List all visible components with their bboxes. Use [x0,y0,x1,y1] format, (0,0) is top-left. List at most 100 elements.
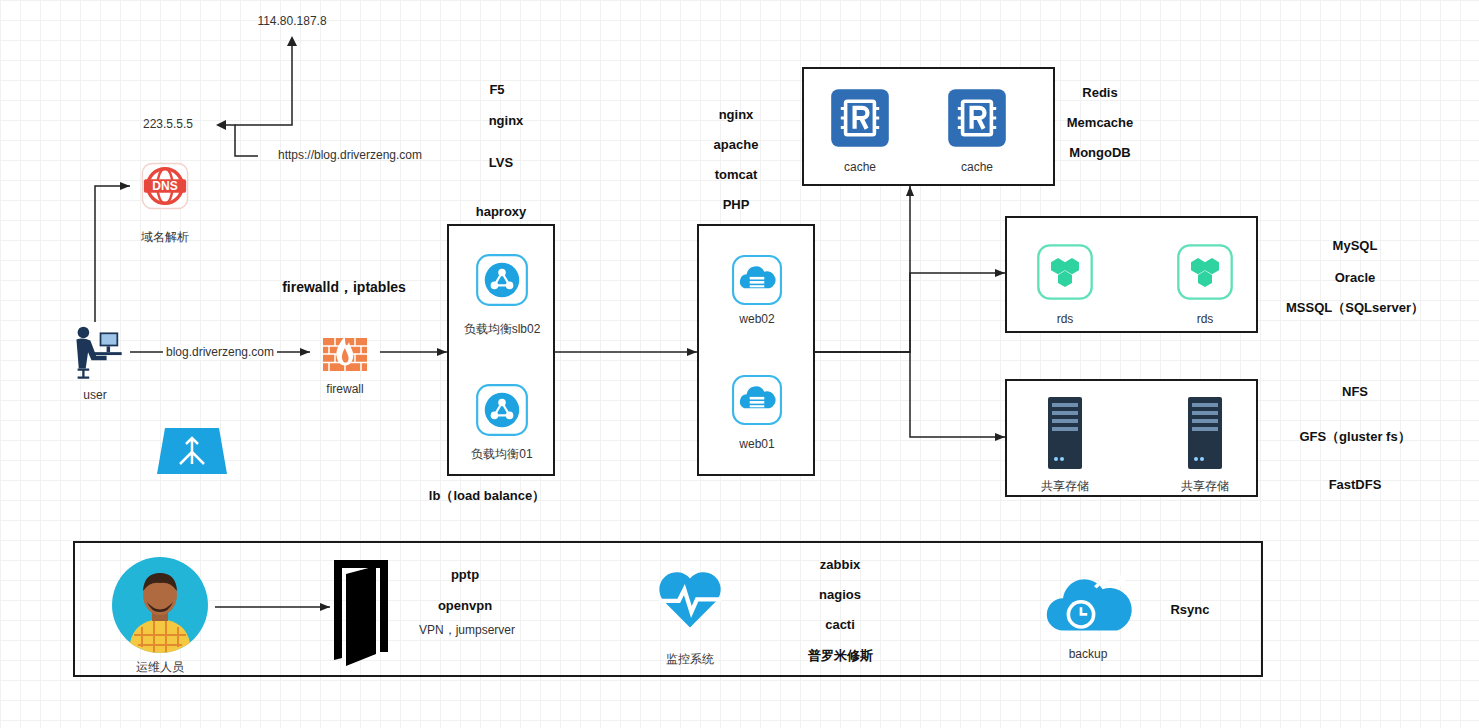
node-caption: openvpn [438,598,492,613]
web-server-icon: web02 [712,250,802,330]
heart-symbol [655,563,725,633]
node-caption: rds [1197,312,1214,327]
arrow-head [216,120,226,130]
backup-icon: backup [1040,560,1140,665]
web-symbol [731,374,783,426]
label-text: firewalld，iptables [282,280,406,295]
dns-icon: DNS 域名解析 [130,160,200,250]
connector-arrow [95,186,130,322]
database-icon: rds [1030,238,1100,328]
database-icon: rds [1170,238,1240,328]
ops-symbol [110,555,210,655]
node-caption: 运维人员 [136,660,184,675]
storage-icon: 共享存储 [1170,392,1240,492]
user-symbol [66,322,124,380]
database-group: MySQLOracleMSSQL（SQLserver）rdsrds [1005,216,1258,333]
label-text: 223.5.5.5 [143,117,193,132]
node-caption: web01 [739,437,774,452]
group-heading: NFS [1342,384,1368,399]
web-server-icon: web01 [712,370,802,455]
group-heading: FastDFS [1329,477,1382,492]
door-symbol [330,558,390,668]
group-heading: MySQL [1333,238,1378,253]
cache-symbol [830,88,890,148]
connector-arrow [215,606,330,608]
web-symbol [731,254,783,306]
node-caption: pptp [451,567,479,582]
dns-line [224,125,258,156]
load-balancer-icon: 负载均衡slb02 [457,245,547,340]
lb-symbol [475,383,529,437]
fire-symbol [320,325,370,375]
edge-label: blog.driverzeng.com [163,345,277,360]
node-caption: backup [1069,647,1108,662]
ops-person-icon: 运维人员 [105,550,215,675]
connector-arrow [815,273,1005,352]
backup-symbol [1045,564,1135,636]
cache-icon: cache [942,80,1012,175]
rds-symbol [1176,243,1234,301]
node-caption: VPN，jumpserver [419,623,515,638]
node-caption: web02 [739,312,774,327]
connector-arrow [380,351,447,353]
ops-band: 运维人员pptpopenvpnVPN，jumpserver监控系统backup [73,541,1263,677]
label-text: cacti [825,617,855,632]
storage-icon: 共享存储 [1030,392,1100,492]
cache-icon: cache [825,80,895,175]
node-caption: cache [844,160,876,175]
label-text: haproxy [476,204,527,219]
node-caption: firewall [326,382,363,397]
label-text: https://blog.driverzeng.com [278,148,422,163]
firewall-icon: firewall [310,322,380,400]
node-caption: 共享存储 [1041,479,1089,494]
node-caption: user [83,388,106,403]
label-text: F5 [489,82,504,97]
label-text: 114.80.187.8 [257,14,326,29]
node-caption: 监控系统 [666,652,714,667]
node-caption: 域名解析 [141,230,189,245]
user-icon: user [60,322,130,404]
dns-line [235,44,292,125]
group-heading: Memcache [1067,115,1133,130]
node-caption: DNS [152,179,177,193]
node-caption: 负载均衡01 [471,447,532,462]
group-heading: Oracle [1335,270,1375,285]
server-symbol [1188,397,1222,469]
group-heading: Redis [1082,85,1117,100]
cache-group: RedisMemcacheMongoDBcachecache [802,67,1055,186]
cache-symbol [947,88,1007,148]
dns-lines [224,44,292,156]
node-caption: 共享存储 [1181,479,1229,494]
node-caption: rds [1057,312,1074,327]
label-text: nagios [819,587,861,602]
connector-arrow [815,352,1005,437]
monitor-icon: 监控系统 [650,560,730,670]
label-text: zabbix [820,557,860,572]
server-symbol [1048,397,1082,469]
vpn-door-icon: pptpopenvpnVPN，jumpserver [330,558,390,668]
web-server-group: nginxapachetomcatPHPweb02web01 [697,224,815,476]
group-heading: GFS（gluster fs） [1299,429,1410,444]
node-caption: 负载均衡slb02 [464,322,541,337]
arrow-head [287,36,297,46]
storage-group: NFSGFS（gluster fs）FastDFS共享存储共享存储 [1005,379,1258,497]
group-heading: MSSQL（SQLserver） [1286,300,1424,315]
group-heading: nginx [719,107,754,122]
group-heading: tomcat [715,167,758,182]
group-heading: MongoDB [1069,145,1130,160]
node-caption: cache [961,160,993,175]
label-text: 普罗米修斯 [808,648,873,663]
label-text: LVS [489,155,513,170]
rds-symbol [1036,243,1094,301]
label-text: Rsync [1170,602,1209,617]
lb-symbol [475,253,529,307]
label-text: nginx [489,113,524,128]
gateway-icon [157,428,227,474]
group-heading: lb（load balance） [429,488,545,503]
load-balancer-icon: 负载均衡01 [457,375,547,465]
connector-arrow [815,186,910,352]
connector-arrow [555,351,697,353]
